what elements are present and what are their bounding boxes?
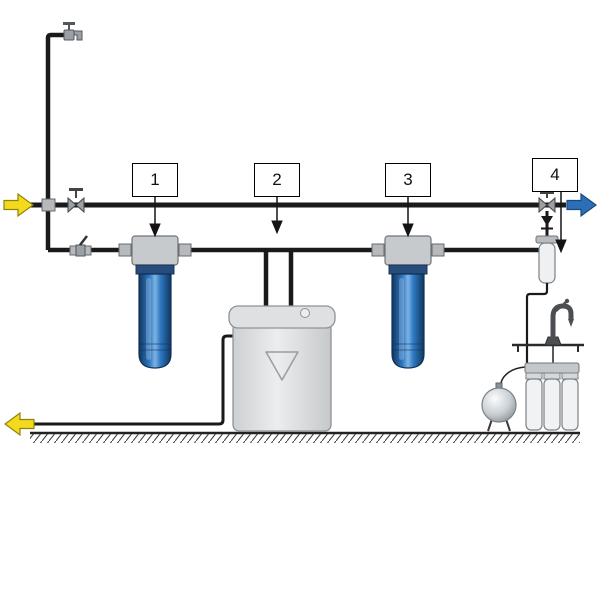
ground <box>30 431 580 443</box>
callout-4-arrow <box>555 192 567 254</box>
softener-feed-pipes <box>263 250 294 310</box>
tee-fitting-icon <box>41 198 56 212</box>
callout-label-4: 4 <box>532 158 578 192</box>
riser-pipe <box>45 32 64 250</box>
callout-3-arrow <box>402 197 414 238</box>
callout-1-arrow <box>149 197 161 238</box>
drinking-water-tube <box>525 283 549 363</box>
drain-arrow-icon <box>3 411 35 437</box>
callout-2-arrow <box>271 197 283 235</box>
ro-filter-unit <box>524 362 580 431</box>
softener-logo-triangle <box>265 351 299 381</box>
tank-feed-tube <box>500 366 526 384</box>
pressure-tank-icon <box>481 382 517 432</box>
callout-label-3: 3 <box>385 163 431 197</box>
callout-label-2: 2 <box>254 163 300 197</box>
ro-faucet-icon <box>544 298 574 346</box>
softener-lid <box>228 305 336 329</box>
softener-cap-icon <box>300 308 310 318</box>
big-blue-filter-2 <box>371 235 445 369</box>
inline-filter-icon <box>535 235 559 284</box>
bypass-valve-icon <box>69 235 92 257</box>
big-blue-filter-1 <box>118 235 192 369</box>
shutoff-valve-left-icon <box>67 188 85 214</box>
inlet-arrow-icon <box>3 192 35 218</box>
callout-label-1: 1 <box>132 163 178 197</box>
water-softener <box>228 305 336 432</box>
counter-shelf <box>512 343 584 352</box>
drain-line <box>34 334 233 426</box>
check-valve-icon <box>541 216 553 230</box>
shutoff-valve-right-icon <box>538 191 556 214</box>
outlet-arrow-icon <box>566 192 598 218</box>
garden-tap-icon <box>63 22 83 41</box>
